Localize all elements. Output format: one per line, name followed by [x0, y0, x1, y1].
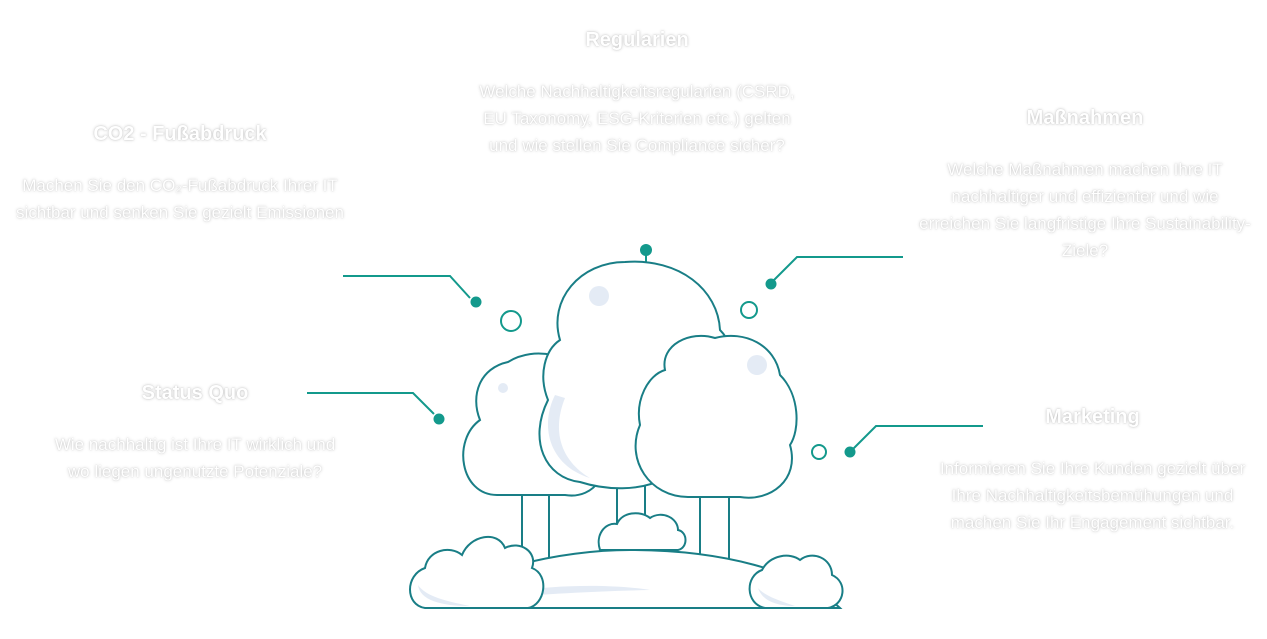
- topic-status-quo-description: Wie nachhaltig ist Ihre IT wirklich und …: [54, 435, 336, 481]
- topic-regularien-title: Regularien: [585, 29, 689, 51]
- ring-decoration: [740, 301, 758, 319]
- topic-regularien: Regularien Welche Nachhaltigkeitsregular…: [467, 26, 807, 159]
- right-bush: [748, 554, 844, 609]
- topic-regularien-description: Welche Nachhaltigkeitsregularien (CSRD, …: [479, 82, 795, 155]
- topic-status-quo-title: Status Quo: [141, 382, 249, 404]
- left-bush: [409, 535, 545, 609]
- connector-status-quo: [307, 392, 445, 425]
- connector-massnahmen: [765, 256, 903, 290]
- center-bush: [597, 512, 687, 551]
- topic-marketing-description: Informieren Sie Ihre Kunden gezielt über…: [939, 459, 1246, 532]
- topic-marketing-title: Marketing: [1045, 406, 1140, 428]
- topic-marketing: Marketing Informieren Sie Ihre Kunden ge…: [925, 403, 1260, 536]
- topic-co2-description: Machen Sie den CO₂-Fußabdruck Ihrer IT s…: [16, 176, 344, 222]
- connector-marketing: [844, 425, 983, 458]
- topic-co2: CO2 - Fußabdruck Machen Sie den CO₂-Fußa…: [15, 120, 345, 226]
- topic-massnahmen: Maßnahmen Welche Maßnahmen machen Ihre I…: [915, 104, 1255, 264]
- connector-co2: [343, 275, 482, 308]
- topic-massnahmen-description: Welche Maßnahmen machen Ihre IT nachhalt…: [919, 160, 1251, 260]
- right-tree-crown: [634, 334, 798, 499]
- ring-decoration: [811, 444, 827, 460]
- topic-massnahmen-title: Maßnahmen: [1026, 107, 1144, 129]
- ring-decoration: [500, 310, 522, 332]
- topic-co2-title: CO2 - Fußabdruck: [93, 123, 267, 145]
- topic-status-quo: Status Quo Wie nachhaltig ist Ihre IT wi…: [45, 379, 345, 485]
